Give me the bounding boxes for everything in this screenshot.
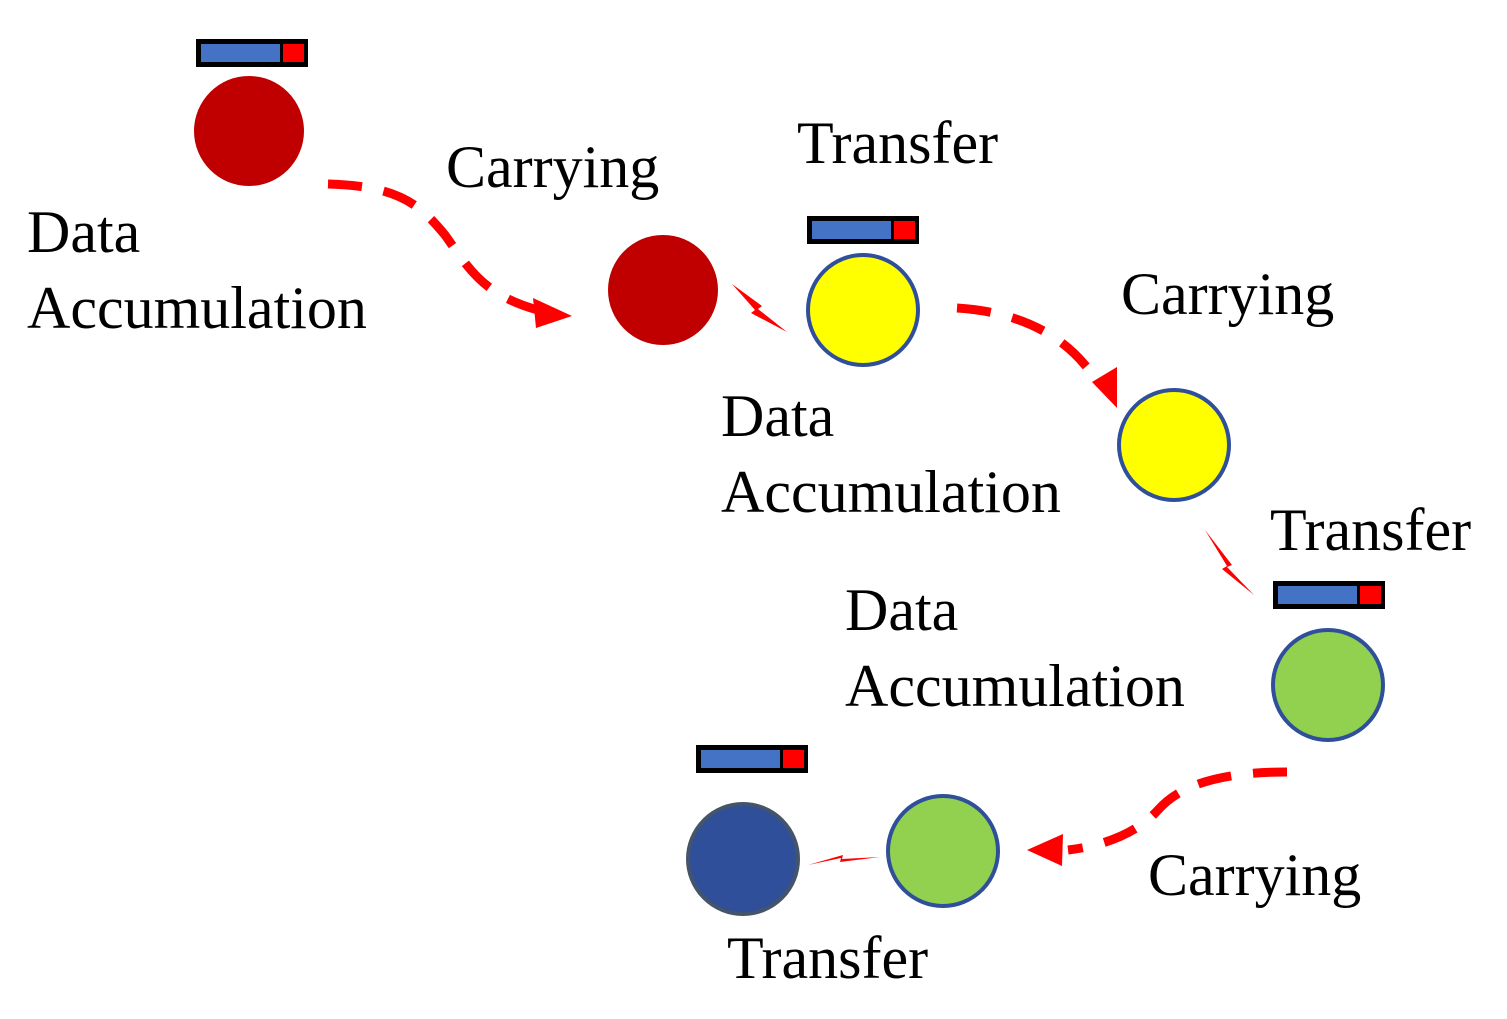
carrying-arrowhead-3: [1027, 834, 1063, 866]
label-data-accumulation-3-line2: Accumulation: [845, 653, 1185, 719]
label-carrying-2: Carrying: [1121, 261, 1334, 327]
buffer-indicator-4: [696, 745, 808, 773]
carrying-arrowhead-2: [1092, 367, 1117, 408]
node-green-2: [886, 794, 1000, 908]
node-red-1: [194, 76, 304, 186]
label-transfer-1: Transfer: [797, 110, 998, 176]
node-yellow-2: [1117, 388, 1231, 502]
transfer-bolt-3: [808, 855, 880, 865]
label-carrying-3: Carrying: [1148, 842, 1361, 908]
label-data-accumulation-1-line2: Accumulation: [27, 275, 367, 341]
carrying-path-2: [956, 303, 1112, 395]
node-green-1: [1271, 628, 1385, 742]
node-red-2: [608, 235, 718, 345]
carrying-path-3: [1067, 767, 1288, 855]
node-blue: [686, 802, 800, 916]
label-data-accumulation-1-line1: Data: [27, 199, 140, 265]
carrying-arrowhead-1: [533, 298, 572, 328]
carrying-path-1: [327, 179, 556, 319]
node-yellow-1: [806, 253, 920, 367]
buffer-indicator-3: [1273, 581, 1385, 609]
label-transfer-3: Transfer: [727, 925, 928, 991]
label-carrying-1: Carrying: [446, 134, 659, 200]
label-data-accumulation-3-line1: Data: [845, 577, 958, 643]
label-data-accumulation-2-line2: Accumulation: [721, 459, 1061, 525]
label-data-accumulation-2-line1: Data: [721, 383, 834, 449]
buffer-indicator-1: [196, 39, 308, 67]
transfer-bolt-2: [1205, 530, 1254, 595]
buffer-indicator-2: [807, 216, 919, 244]
transfer-bolt-1: [732, 284, 787, 332]
label-transfer-2: Transfer: [1270, 497, 1471, 563]
